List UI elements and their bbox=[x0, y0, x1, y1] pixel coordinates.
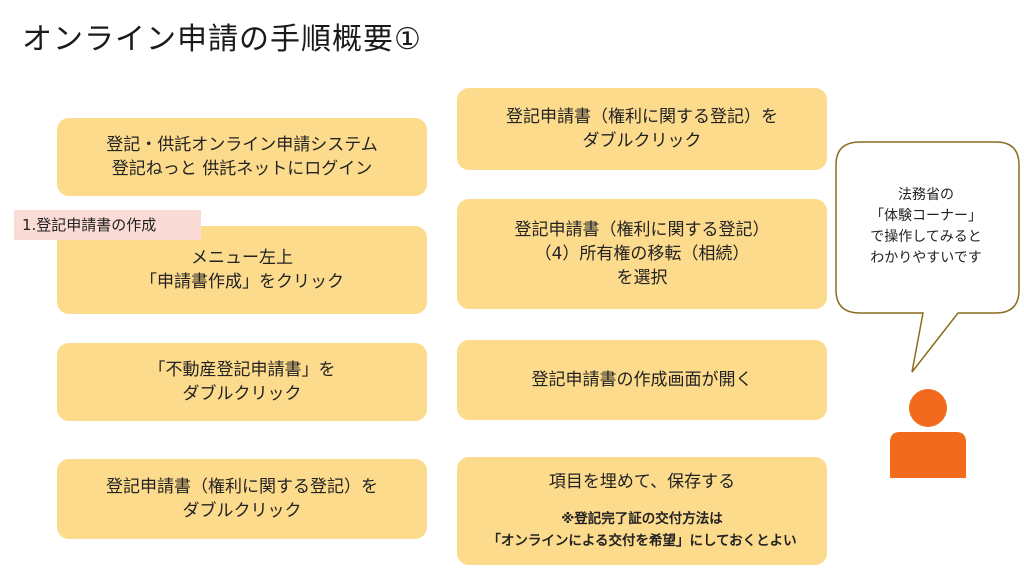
step-text: 登記・供託オンライン申請システム bbox=[106, 135, 378, 155]
step-text: 登記ねっと 供託ネットにログイン bbox=[111, 159, 373, 179]
step-text: 登記申請書（権利に関する登記） bbox=[514, 220, 770, 240]
step-select-transfer: 登記申請書（権利に関する登記） （4）所有権の移転（相続） を選択 bbox=[457, 199, 827, 309]
step-text: 「不動産登記申請書」を bbox=[148, 360, 336, 380]
step-text: 「申請書作成」をクリック bbox=[140, 272, 344, 292]
step-screen-opens: 登記申請書の作成画面が開く bbox=[457, 340, 827, 420]
bubble-text: 法務省の 「体験コーナー」 で操作してみると わかりやすいです bbox=[836, 185, 1016, 269]
bubble-line: 「体験コーナー」 bbox=[870, 208, 982, 224]
bubble-line: で操作してみると bbox=[870, 229, 982, 245]
section-tag: 1.登記申請書の作成 bbox=[14, 210, 201, 240]
step-rights-form-right: 登記申請書（権利に関する登記）を ダブルクリック bbox=[457, 88, 827, 170]
page-title: オンライン申請の手順概要① bbox=[22, 22, 422, 57]
step-text: 項目を埋めて、保存する bbox=[548, 472, 736, 492]
step-note: ※登記完了証の交付方法は bbox=[561, 511, 723, 527]
step-text: 登記申請書（権利に関する登記）を bbox=[106, 477, 378, 497]
step-text: 登記申請書（権利に関する登記）を bbox=[506, 107, 778, 127]
bubble-line: 法務省の bbox=[898, 187, 954, 203]
person-icon bbox=[890, 389, 966, 478]
step-fill-save: 項目を埋めて、保存する ※登記完了証の交付方法は 「オンラインによる交付を希望」… bbox=[457, 457, 827, 565]
step-text: （4）所有権の移転（相続） bbox=[534, 244, 750, 264]
step-text: ダブルクリック bbox=[182, 501, 302, 521]
step-text: を選択 bbox=[616, 268, 668, 288]
step-note: 「オンラインによる交付を希望」にしておくとよい bbox=[487, 533, 797, 549]
step-text: ダブルクリック bbox=[182, 384, 302, 404]
step-text: メニュー左上 bbox=[191, 248, 293, 268]
bubble-line: わかりやすいです bbox=[870, 250, 982, 266]
step-text: ダブルクリック bbox=[582, 131, 702, 151]
step-create-menu: メニュー左上 「申請書作成」をクリック bbox=[57, 226, 427, 314]
step-login: 登記・供託オンライン申請システム 登記ねっと 供託ネットにログイン bbox=[57, 118, 427, 196]
step-real-estate-form: 「不動産登記申請書」を ダブルクリック bbox=[57, 343, 427, 421]
step-text: 登記申請書の作成画面が開く bbox=[531, 370, 753, 390]
step-rights-form-left: 登記申請書（権利に関する登記）を ダブルクリック bbox=[57, 459, 427, 539]
